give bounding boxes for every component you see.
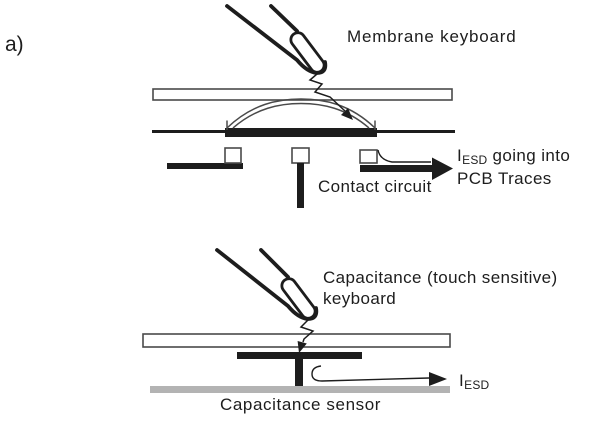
esd-symbol: I xyxy=(459,371,465,390)
esd-current-label-top: IESD going into PCB Traces xyxy=(457,145,570,189)
touch-electrode-bar xyxy=(237,352,362,359)
finger-topside-stroke xyxy=(269,4,299,33)
membrane-keyboard-title: Membrane keyboard xyxy=(347,27,517,46)
esd-spark-arrowhead-top xyxy=(341,108,353,120)
capacitance-title-line2: keyboard xyxy=(323,289,397,308)
capacitance-sensor-label: Capacitance sensor xyxy=(220,395,382,414)
finger-icon-top xyxy=(225,4,328,75)
finger-topside-stroke xyxy=(259,248,290,279)
esd-current-line2: PCB Traces xyxy=(457,169,552,188)
contact-pad-middle xyxy=(291,147,310,164)
esd-current-arrowhead-top xyxy=(432,157,453,180)
esd-current-arrowhead-bottom xyxy=(429,372,447,386)
esd-spark-arrowhead-bottom xyxy=(297,341,307,353)
esd-current-path-bottom xyxy=(311,365,430,382)
fingernail-icon xyxy=(280,277,317,320)
contact-pad-right xyxy=(359,149,378,164)
esd-current-label-bottom: IESD xyxy=(459,370,489,393)
membrane-layer xyxy=(152,88,453,101)
finger-icon-bottom xyxy=(215,248,319,321)
capacitance-keyboard-title: Capacitance (touch sensitive) keyboard xyxy=(323,267,558,309)
esd-spark-bottom xyxy=(299,319,315,343)
esd-symbol: I xyxy=(457,146,463,165)
esd-suffix: going into xyxy=(487,146,571,165)
fingernail-icon xyxy=(289,31,326,74)
esd-current-path-top xyxy=(377,149,431,163)
via-stem xyxy=(297,163,304,208)
esd-subscript: ESD xyxy=(462,153,488,167)
esd-current-line1: IESD going into xyxy=(457,145,570,168)
esd-spark-top xyxy=(308,73,346,112)
contact-bar xyxy=(225,128,377,137)
capacitance-sensor-bar xyxy=(150,386,450,393)
pcb-trace-right xyxy=(360,165,432,172)
membrane-dome-outer xyxy=(226,98,376,129)
pcb-trace-left xyxy=(167,163,243,169)
contact-pad-left xyxy=(224,147,242,164)
panel-label: a) xyxy=(5,33,24,56)
contact-circuit-label: Contact circuit xyxy=(318,177,432,196)
cover-layer xyxy=(142,333,451,348)
electrode-stem xyxy=(295,358,303,387)
esd-subscript: ESD xyxy=(464,378,490,392)
capacitance-title-line1: Capacitance (touch sensitive) xyxy=(323,268,558,287)
